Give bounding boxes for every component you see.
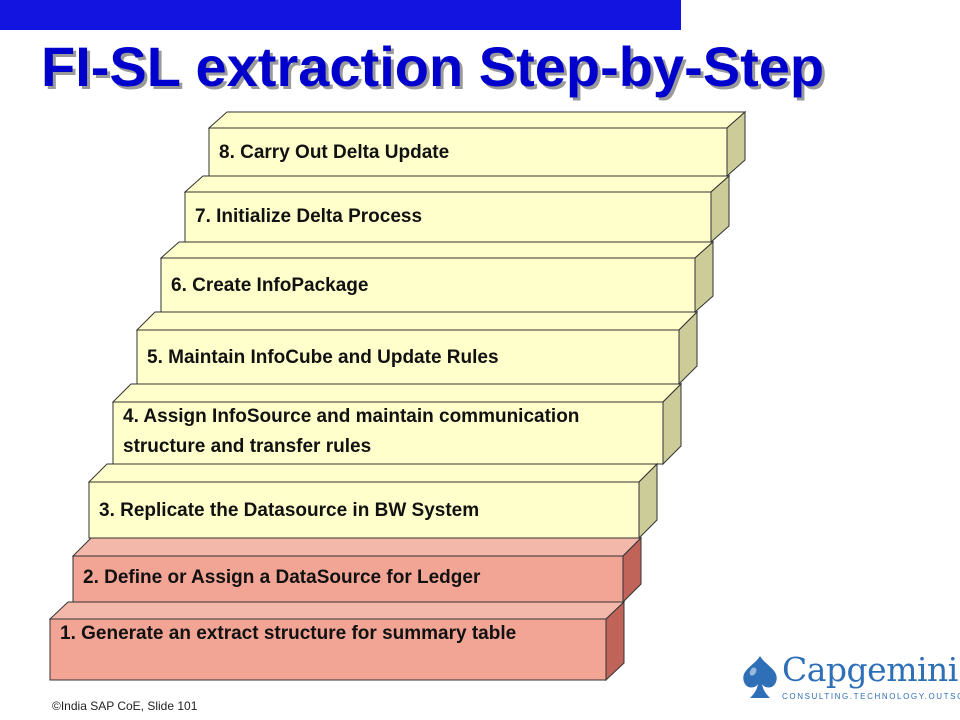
footer-text: India SAP CoE, Slide 101 [60,699,198,713]
copyright-icon: © [52,699,61,713]
spade-logo-icon [743,656,777,698]
step-4-label: 4. Assign InfoSource and maintain commun… [123,406,580,457]
step-2-label: 2. Define or Assign a DataSource for Led… [83,567,481,588]
step-7-front [184,191,712,243]
step-1 [48,600,626,682]
step-7 [183,174,731,244]
step-6 [159,240,715,314]
step-2-front [72,555,624,603]
step-8 [207,110,747,178]
logo-tagline: CONSULTING.TECHNOLOGY.OUTSOURCING [782,692,960,701]
step-2 [71,536,643,604]
step-1-label: 1. Generate an extract structure for sum… [60,623,517,644]
step-1-top [48,601,626,620]
step-3-front [88,481,640,539]
step-6-label: 6. Create InfoPackage [171,275,369,296]
step-4-front [112,401,664,465]
step-8-top [207,111,747,129]
step-5-top [135,311,699,331]
step-5-label: 5. Maintain InfoCube and Update Rules [147,347,499,368]
step-2-top [71,537,643,557]
slide-title: FI-SL extraction Step-by-Step [41,35,825,98]
step-6-front [160,257,696,313]
step-6-top [159,241,715,259]
step-5-front [136,329,680,385]
step-4-top [111,383,683,403]
step-3 [87,462,659,540]
slide-footer: ©India SAP CoE, Slide 101 [52,699,197,713]
step-7-top [183,175,731,193]
step-7-label: 7. Initialize Delta Process [195,206,423,227]
step-8-front [208,127,728,177]
step-4 [111,382,683,466]
logo-wordmark: Capgemini [782,650,958,689]
step-5 [135,310,699,386]
capgemini-logo: Capgemini CONSULTING.TECHNOLOGY.OUTSOURC… [738,650,960,708]
step-8-label: 8. Carry Out Delta Update [219,142,450,163]
step-3-label: 3. Replicate the Datasource in BW System [99,500,480,521]
step-1-front [49,618,607,681]
top-accent-bar [0,0,681,30]
step-3-top [87,463,659,483]
